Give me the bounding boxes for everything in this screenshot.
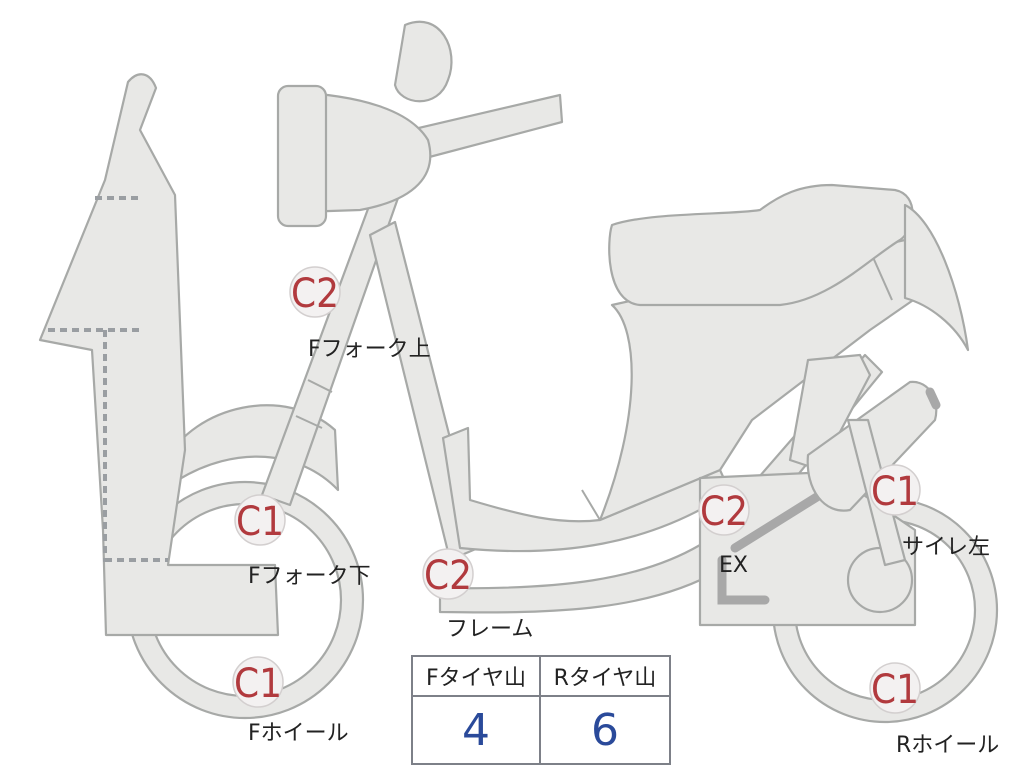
badge-code: C1 — [234, 661, 282, 707]
badge-code: C1 — [236, 499, 284, 545]
point-label-muffler-left: サイレ左 — [902, 535, 990, 560]
badge-code: C2 — [700, 489, 748, 535]
mirror — [393, 20, 453, 103]
badge-fork-lower: C1 — [234, 494, 286, 546]
badge-fork-upper: C2 — [289, 266, 341, 318]
badge-code: C1 — [871, 667, 919, 713]
swing-arm — [788, 353, 872, 472]
front-tread-header: Fタイヤ山 — [413, 657, 541, 697]
frame-rail — [438, 353, 884, 614]
badge-code: C1 — [871, 469, 919, 515]
exhaust-pipe — [730, 490, 825, 553]
handlebar — [408, 93, 564, 162]
point-label-rear-wheel: Rホイール — [896, 733, 999, 758]
badge-frame: C2 — [422, 548, 474, 600]
point-label-front-wheel: Fホイール — [248, 721, 349, 746]
badge-code: C2 — [424, 553, 472, 599]
badge-rear-wheel: C1 — [869, 662, 921, 714]
rear-tread-value: 6 — [591, 704, 619, 756]
point-label-frame: フレーム — [446, 617, 533, 642]
front-leg-shield — [38, 73, 280, 637]
badge-front-wheel: C1 — [232, 656, 284, 708]
point-label-fork-lower: Fフォーク下 — [248, 564, 371, 589]
point-label-fork-upper: Fフォーク上 — [308, 337, 431, 362]
exhaust-pipe-lower — [717, 555, 770, 605]
tail-fender — [903, 203, 970, 352]
badge-code: C2 — [291, 271, 339, 317]
tire-tread-table: Fタイヤ山 Rタイヤ山 4 6 — [411, 655, 671, 765]
badge-exhaust: C2 — [698, 484, 750, 536]
headlight — [276, 84, 328, 228]
badge-muffler-left: C1 — [869, 464, 921, 516]
front-tread-value: 4 — [413, 697, 541, 763]
rear-tread-header: Rタイヤ山 — [541, 657, 669, 697]
point-label-exhaust: EX — [719, 553, 748, 578]
